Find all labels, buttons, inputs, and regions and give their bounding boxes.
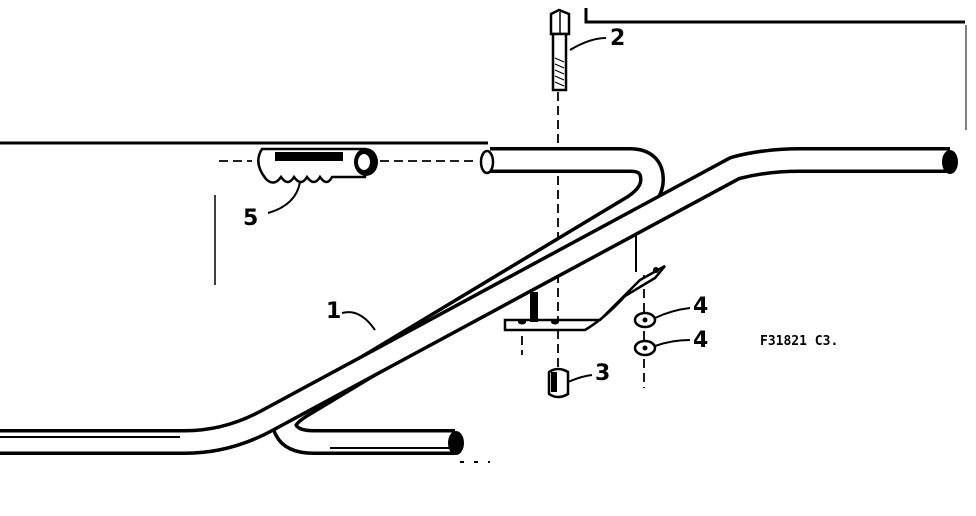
washer-lower — [633, 339, 657, 357]
washer-upper — [633, 311, 657, 329]
bolt — [549, 8, 571, 92]
callout-3: 3 — [595, 361, 610, 386]
mounting-bracket — [503, 233, 666, 332]
callout-4-upper: 4 — [693, 294, 708, 319]
drawing-code: F31821 C3. — [760, 334, 838, 349]
callout-4-lower: 4 — [693, 328, 708, 353]
callout-1: 1 — [326, 299, 341, 324]
nut — [547, 367, 570, 399]
frame-lines — [0, 8, 967, 463]
assembly-centerlines — [219, 92, 645, 388]
callout-2: 2 — [610, 26, 625, 51]
handle-tube — [0, 147, 958, 455]
grip — [257, 147, 378, 184]
callout-5: 5 — [243, 206, 258, 231]
leader-lines — [267, 37, 691, 383]
